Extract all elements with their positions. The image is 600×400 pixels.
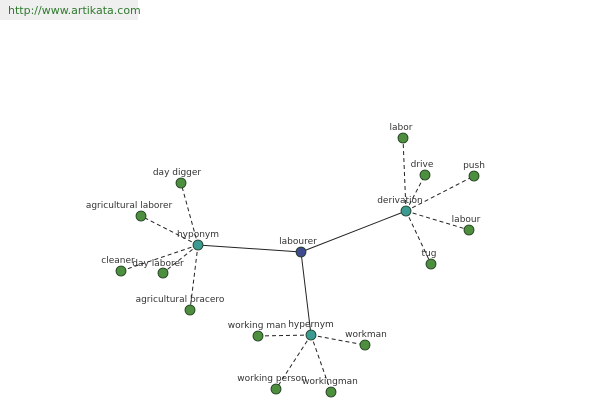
edge-hypernym-workman [310,334,366,346]
node-push[interactable] [468,170,480,182]
url-banner: http://www.artikata.com [0,0,141,20]
edge-hyponym-agricultural-laborer [140,215,199,246]
node-labour[interactable] [463,224,475,236]
node-working-person[interactable] [270,383,282,395]
edge-derivation-tug [405,210,432,265]
edge-center-hypernym [300,251,312,336]
node-cleaner[interactable] [115,265,127,277]
edge-derivation-labour [405,210,470,231]
node-label-labour[interactable]: labour [452,215,481,225]
node-label-derivation[interactable]: derivation [377,196,423,206]
node-derivation[interactable] [400,205,412,217]
node-workingman[interactable] [325,386,337,398]
node-tug[interactable] [425,258,437,270]
node-drive[interactable] [419,169,431,181]
node-workman[interactable] [359,339,371,351]
edge-hypernym-workingman [310,334,332,393]
edge-hyponym-day-digger [180,182,199,246]
edge-center-hyponym [197,244,302,253]
node-label-labor[interactable]: labor [390,123,413,133]
node-label-hypernym[interactable]: hypernym [288,320,334,330]
node-label-agricultural-bracero[interactable]: agricultural bracero [136,295,225,305]
node-label-workman[interactable]: workman [345,330,387,340]
node-agricultural-laborer[interactable] [135,210,147,222]
url-link[interactable]: http://www.artikata.com [8,4,141,17]
node-label-working-man[interactable]: working man [228,321,287,331]
node-hypernym[interactable] [305,329,317,341]
node-label-tug[interactable]: tug [422,249,437,259]
edge-center-derivation [300,210,407,253]
edge-hypernym-working-man [257,334,312,337]
edge-derivation-push [405,175,475,212]
node-agricultural-bracero[interactable] [184,304,196,316]
node-label-workingman[interactable]: workingman [302,377,358,387]
node-working-man[interactable] [252,330,264,342]
edge-hyponym-agricultural-bracero [189,244,199,311]
node-label-agricultural-laborer[interactable]: agricultural laborer [86,201,173,211]
edge-hypernym-working-person [275,334,312,390]
node-label-cleaner[interactable]: cleaner [101,256,135,266]
node-label-day-digger[interactable]: day digger [153,168,202,178]
node-day-laborer[interactable] [157,267,169,279]
node-label-day-laborer[interactable]: day laborer [132,259,184,269]
node-hyponym[interactable] [192,239,204,251]
edge-hyponym-day-laborer [162,244,199,274]
node-label-drive[interactable]: drive [411,160,434,170]
node-labor[interactable] [397,132,409,144]
node-label-hyponym[interactable]: hyponym [177,230,219,240]
node-label-working-person[interactable]: working person [237,374,306,384]
node-label-push[interactable]: push [463,161,485,171]
node-day-digger[interactable] [175,177,187,189]
node-labourer[interactable] [295,246,307,258]
edge-derivation-labor [402,137,407,212]
node-label-labourer[interactable]: labourer [279,237,317,247]
